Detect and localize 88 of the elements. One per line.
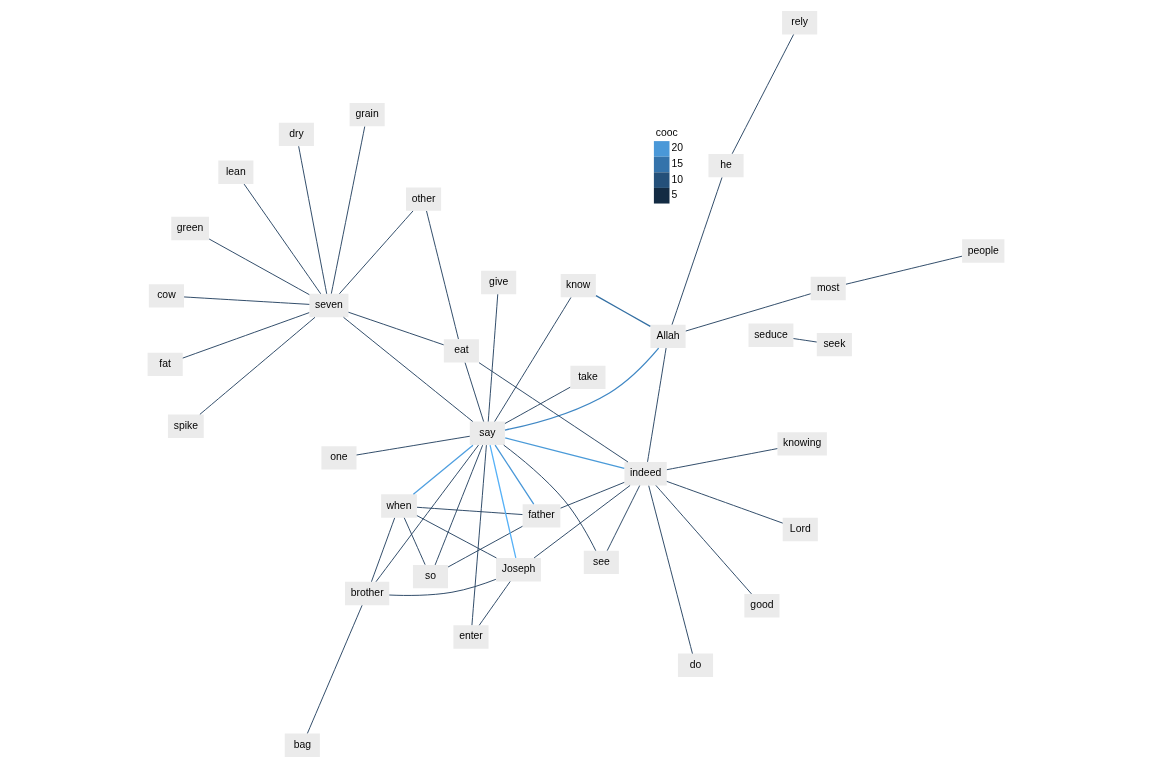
connector — [606, 485, 641, 552]
connector — [731, 34, 795, 155]
connector — [489, 444, 517, 559]
node-box: seduce — [748, 323, 794, 347]
connector — [685, 293, 812, 332]
connector — [793, 338, 818, 343]
connector — [356, 435, 471, 456]
connector — [343, 316, 474, 422]
node-box: Lord — [782, 517, 818, 542]
connector — [412, 444, 474, 495]
node-box: eat — [443, 339, 479, 363]
connector — [416, 515, 497, 559]
connector — [494, 444, 535, 505]
node-box: other — [406, 187, 442, 211]
connector — [298, 145, 328, 295]
connector — [183, 296, 310, 305]
connector — [666, 480, 784, 524]
connector — [503, 444, 597, 552]
connector — [666, 448, 778, 471]
node-box: so — [412, 564, 449, 589]
connector — [434, 444, 484, 566]
node-box: seek — [816, 332, 852, 357]
node-box: Joseph — [496, 558, 541, 582]
node-box: people — [962, 239, 1005, 263]
connector — [533, 485, 631, 559]
connector — [464, 362, 485, 422]
node-box: fat — [147, 352, 183, 377]
connector — [671, 177, 723, 326]
connector — [487, 293, 499, 422]
node-box: Allah — [650, 324, 686, 349]
connector — [648, 485, 693, 655]
node-box: cow — [148, 284, 184, 308]
node-box: bag — [284, 733, 320, 757]
node-box: grain — [349, 102, 385, 127]
connector — [330, 126, 366, 295]
connector — [182, 312, 310, 359]
connector — [595, 295, 651, 327]
connector — [426, 210, 459, 340]
connector — [416, 506, 523, 515]
connector — [338, 210, 414, 295]
connector — [494, 297, 572, 422]
node-box: good — [744, 594, 780, 618]
connector — [504, 386, 571, 424]
node-box: see — [583, 550, 619, 575]
node-box: he — [708, 153, 744, 178]
connector — [447, 525, 523, 568]
node-box: when — [381, 494, 417, 518]
legend-label: 5 — [671, 189, 678, 201]
node-box: lean — [218, 160, 254, 184]
node-box: rely — [782, 11, 818, 35]
connector — [375, 444, 479, 583]
connector — [243, 183, 322, 295]
node-box: most — [810, 276, 846, 301]
connector — [348, 311, 445, 346]
connector — [471, 444, 487, 626]
connector — [403, 517, 426, 566]
connector — [655, 485, 752, 595]
connector — [388, 578, 497, 596]
node-box: give — [481, 270, 517, 295]
legend-label: 20 — [671, 142, 684, 154]
connector — [199, 316, 316, 415]
node-box: spike — [167, 414, 204, 438]
node-box: green — [171, 216, 209, 241]
connector — [478, 362, 629, 463]
legend-label: 15 — [671, 157, 684, 169]
connector — [647, 347, 667, 463]
node-box: know — [560, 273, 596, 298]
connector — [845, 255, 963, 285]
node-box: indeed — [624, 462, 667, 486]
label: cooc — [655, 126, 678, 138]
node-box: say — [469, 421, 505, 446]
connector — [208, 238, 310, 296]
node-box: knowing — [777, 432, 827, 456]
connector — [560, 481, 625, 509]
node-box: do — [677, 653, 714, 677]
connector — [371, 517, 396, 583]
node-box: father — [522, 504, 561, 528]
node-box: dry — [278, 122, 314, 147]
connector — [504, 437, 625, 469]
connector — [478, 581, 511, 626]
node-box: seven — [309, 293, 349, 318]
connector — [306, 604, 363, 734]
connector — [504, 347, 660, 431]
node-box: enter — [453, 625, 489, 649]
node-box: take — [570, 365, 606, 390]
node-box: brother — [345, 581, 390, 606]
legend-label: 10 — [671, 173, 684, 185]
node-box: one — [321, 446, 357, 470]
